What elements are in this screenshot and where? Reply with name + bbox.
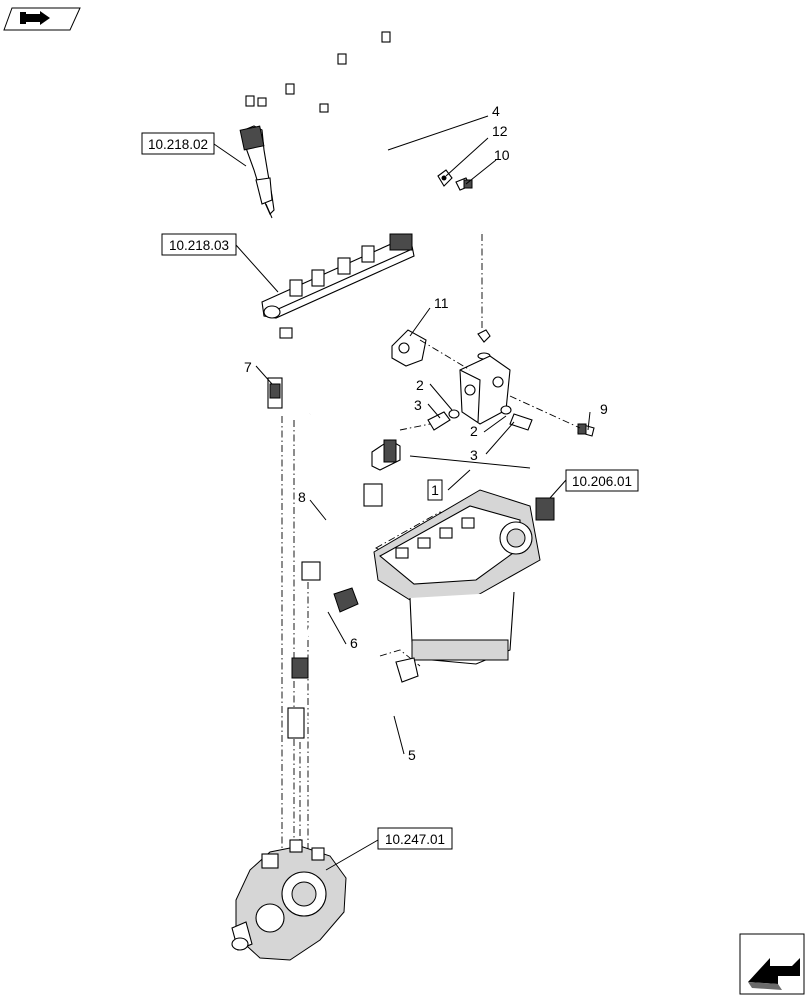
callout-box-1[interactable]: 1 xyxy=(427,479,443,501)
callout-label: 1 xyxy=(431,482,439,498)
fuel-pipe-6[interactable] xyxy=(291,587,359,679)
callout-6: 6 xyxy=(350,635,358,651)
book-arrow-icon[interactable] xyxy=(3,7,81,31)
ref-box-10-247-01[interactable]: 10.247.01 xyxy=(377,827,453,850)
callout-8: 8 xyxy=(298,489,306,505)
gasket-11[interactable] xyxy=(391,329,427,367)
callout-2-right: 2 xyxy=(470,423,478,439)
ref-label: 10.247.01 xyxy=(385,832,445,847)
ref-box-10-218-02[interactable]: 10.218.02 xyxy=(141,132,215,155)
callout-10: 10 xyxy=(494,147,510,163)
fuel-rail[interactable] xyxy=(261,233,415,319)
callout-11: 11 xyxy=(434,295,449,311)
ref-label: 10.218.02 xyxy=(148,137,208,152)
callout-5: 5 xyxy=(408,747,416,763)
fuel-pipe-8[interactable] xyxy=(301,483,383,581)
alignment-lines xyxy=(281,234,581,856)
leader-lines xyxy=(213,115,591,871)
callout-7: 7 xyxy=(244,359,252,375)
callout-3-left: 3 xyxy=(414,397,422,413)
callout-2-left: 2 xyxy=(416,377,424,393)
fitting-3-left[interactable] xyxy=(427,409,460,431)
ref-box-10-218-03[interactable]: 10.218.03 xyxy=(161,233,237,256)
ref-label: 10.218.03 xyxy=(169,238,229,253)
injector[interactable] xyxy=(239,125,275,219)
ref-label: 10.206.01 xyxy=(572,474,632,489)
bolt-10[interactable] xyxy=(455,177,473,191)
callout-numbers: 4 12 10 11 2 3 2 3 9 7 8 6 5 xyxy=(244,103,608,763)
ref-box-10-206-01[interactable]: 10.206.01 xyxy=(565,469,639,492)
callout-12: 12 xyxy=(492,123,508,139)
bolt-9[interactable] xyxy=(577,423,595,437)
fuel-pipe-7[interactable] xyxy=(267,327,401,471)
callout-3-right: 3 xyxy=(470,447,478,463)
fuel-pipe-5[interactable] xyxy=(287,657,419,739)
fuel-filter[interactable] xyxy=(373,489,555,665)
callout-4: 4 xyxy=(492,103,500,119)
fitting-3-right[interactable] xyxy=(500,405,533,431)
fuel-pump[interactable] xyxy=(231,839,347,961)
sensor-plug[interactable] xyxy=(477,329,491,360)
callout-9: 9 xyxy=(600,401,608,417)
adapter-block[interactable] xyxy=(459,355,511,425)
next-page-arrow-icon[interactable] xyxy=(739,933,805,995)
wiring-harness xyxy=(245,31,483,233)
